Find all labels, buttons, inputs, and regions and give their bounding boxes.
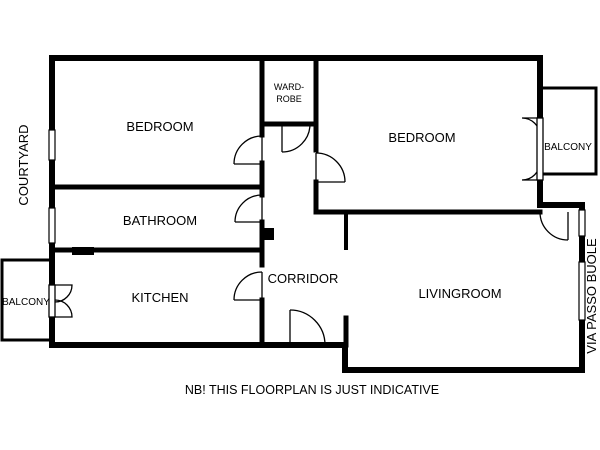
window-living-street-2 xyxy=(578,209,586,237)
windows xyxy=(48,129,586,321)
label-bedroom-right: BEDROOM xyxy=(388,130,455,145)
label-bedroom-left: BEDROOM xyxy=(126,119,193,134)
label-balcony-right: BALCONY xyxy=(544,142,592,153)
label-corridor: CORRIDOR xyxy=(268,271,339,286)
doors xyxy=(48,117,569,346)
window-bedroom-left xyxy=(48,129,56,161)
window-living-street xyxy=(578,261,586,321)
label-balcony-left: BALCONY xyxy=(2,297,50,308)
disclaimer-note: NB! THIS FLOORPLAN IS JUST INDICATIVE xyxy=(185,383,439,397)
window-bathroom xyxy=(48,207,56,244)
label-courtyard: COURTYARD xyxy=(16,124,31,205)
door-kitchen xyxy=(233,271,263,301)
column-corridor xyxy=(262,228,274,240)
door-entrance xyxy=(289,309,326,346)
column-kitchen-top xyxy=(72,247,94,255)
door-wardrobe xyxy=(281,123,311,153)
label-livingroom: LIVINGROOM xyxy=(418,286,501,301)
door-bedroom-left xyxy=(233,135,263,165)
label-wardrobe-line2: ROBE xyxy=(276,94,302,104)
walls xyxy=(49,55,585,373)
label-street: VIA PASSO BUOLE xyxy=(584,238,599,354)
label-bathroom: BATHROOM xyxy=(123,213,197,228)
balcony-right-box xyxy=(539,86,598,176)
label-wardrobe-line1: WARD- xyxy=(274,82,304,92)
label-kitchen: KITCHEN xyxy=(131,290,188,305)
door-bathroom xyxy=(234,194,263,223)
door-bedroom-right xyxy=(315,152,346,183)
door-balcony-left xyxy=(48,284,73,318)
door-living-corner xyxy=(539,211,569,241)
door-balcony-right xyxy=(521,117,544,181)
